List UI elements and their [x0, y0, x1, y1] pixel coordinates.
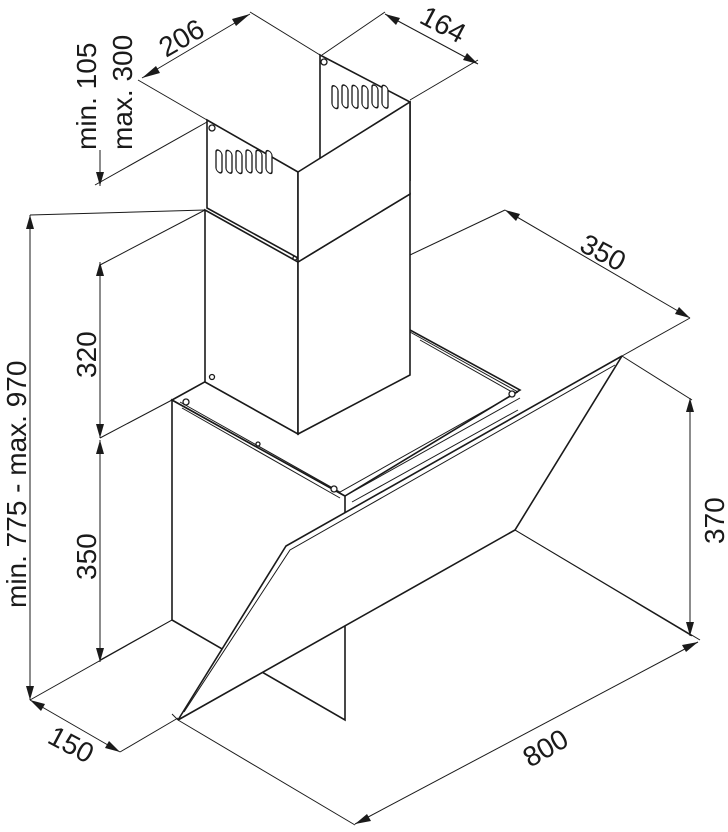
- label-320: 320: [71, 331, 102, 378]
- vent-slots-front: [215, 149, 273, 175]
- glass-panel: [171, 355, 623, 721]
- arrow-icon: [142, 66, 160, 78]
- arrow-icon: [682, 642, 698, 652]
- label-350-glass: 350: [575, 228, 631, 277]
- top-chimney: [206, 53, 411, 264]
- arrow-icon: [686, 622, 694, 636]
- arrow-icon: [96, 440, 104, 454]
- label-min-105: min. 105: [71, 43, 102, 150]
- arrow-icon: [355, 814, 371, 824]
- arrow-icon: [463, 53, 478, 64]
- dim-line-150: [29, 699, 121, 753]
- label-max-300: max. 300: [107, 35, 138, 150]
- arrow-icon: [30, 700, 45, 711]
- arrow-icon: [105, 741, 120, 752]
- label-800: 800: [518, 723, 574, 773]
- upper-chimney: [204, 192, 411, 436]
- arrow-icon: [26, 215, 34, 229]
- label-206: 206: [154, 13, 210, 63]
- label-total-height: min. 775 - max. 970: [1, 361, 32, 608]
- label-164: 164: [415, 0, 471, 49]
- arrow-icon: [26, 686, 34, 700]
- arrow-icon: [232, 14, 250, 26]
- dimension-lines: [26, 13, 699, 825]
- label-150: 150: [43, 720, 99, 769]
- arrow-icon: [686, 398, 694, 412]
- dim-line-800: [354, 641, 699, 825]
- label-370: 370: [699, 497, 728, 544]
- dim-line-350-glass: [504, 209, 691, 319]
- dim-line-164: [384, 13, 479, 65]
- arrow-icon: [96, 262, 104, 276]
- arrow-icon: [505, 210, 520, 221]
- vent-slots-back: [331, 84, 389, 110]
- arrow-icon: [96, 172, 104, 186]
- arrow-icon: [675, 307, 690, 318]
- arrow-icon: [385, 14, 400, 25]
- arrow-icon: [96, 648, 104, 662]
- extension-lines: [29, 11, 701, 826]
- label-350-body: 350: [71, 533, 102, 580]
- dim-line-206: [141, 13, 251, 79]
- arrow-icon: [96, 424, 104, 438]
